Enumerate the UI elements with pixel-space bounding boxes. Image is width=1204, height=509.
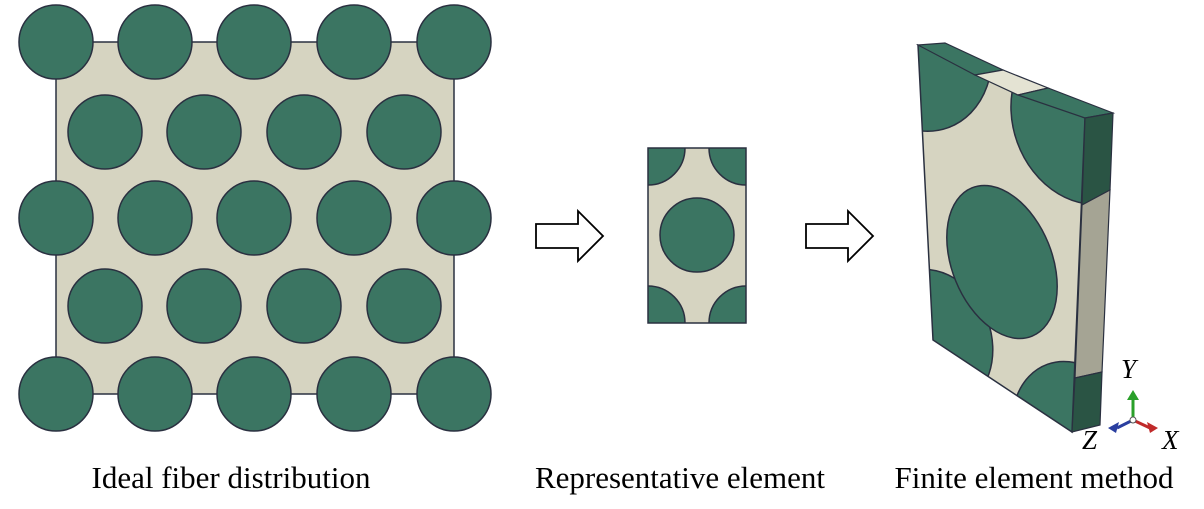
- fiber-circle: [216, 4, 292, 80]
- caption-ideal: Ideal fiber distribution: [92, 460, 371, 495]
- fiber-circle: [316, 356, 392, 432]
- fiber-circle: [18, 180, 94, 256]
- axis-label-y: Y: [1121, 354, 1139, 384]
- fiber-circle: [117, 356, 193, 432]
- rve-corner-fiber: [708, 285, 746, 323]
- fiber-circle: [316, 4, 392, 80]
- fiber-circle: [366, 268, 442, 344]
- fiber-circle: [416, 356, 492, 432]
- caption-representative: Representative element: [535, 460, 825, 495]
- arrow-right-icon: [805, 208, 875, 264]
- fiber-circle: [67, 94, 143, 170]
- axis-label-z: Z: [1082, 425, 1098, 455]
- fiber-circle: [216, 356, 292, 432]
- ideal-fiber-panel: [18, 4, 492, 432]
- fiber-circle: [416, 180, 492, 256]
- front-center-fiber: [946, 184, 1058, 340]
- fiber-circle: [266, 268, 342, 344]
- representative-element: [647, 147, 747, 324]
- axis-label-x: X: [1161, 425, 1180, 455]
- fiber-circle: [416, 4, 492, 80]
- fiber-circle: [117, 180, 193, 256]
- fiber-circle: [316, 180, 392, 256]
- fiber-grid: [18, 4, 492, 432]
- side-face-fiber-bottom: [1071, 371, 1103, 433]
- front-corner-fiber: [1011, 360, 1085, 432]
- fiber-circle: [117, 4, 193, 80]
- arrow-right-icon: [535, 208, 605, 264]
- fiber-circle: [366, 94, 442, 170]
- fiber-circle: [18, 4, 94, 80]
- axis-triad-icon: Y Z X: [1082, 354, 1180, 455]
- front-corner-fiber: [918, 45, 993, 133]
- fiber-circle: [216, 180, 292, 256]
- rve-corner-fiber: [708, 148, 746, 186]
- fiber-circle: [166, 94, 242, 170]
- fiber-circle: [67, 268, 143, 344]
- caption-fem: Finite element method: [895, 460, 1174, 495]
- fiber-circle: [266, 94, 342, 170]
- fem-block: [915, 42, 1116, 434]
- rve-outline: [647, 147, 747, 324]
- fiber-circle: [18, 356, 94, 432]
- rve-corner-fiber: [648, 285, 686, 323]
- rve-corner-fiber: [648, 148, 686, 186]
- rve-center-fiber: [659, 197, 735, 273]
- fiber-circle: [166, 268, 242, 344]
